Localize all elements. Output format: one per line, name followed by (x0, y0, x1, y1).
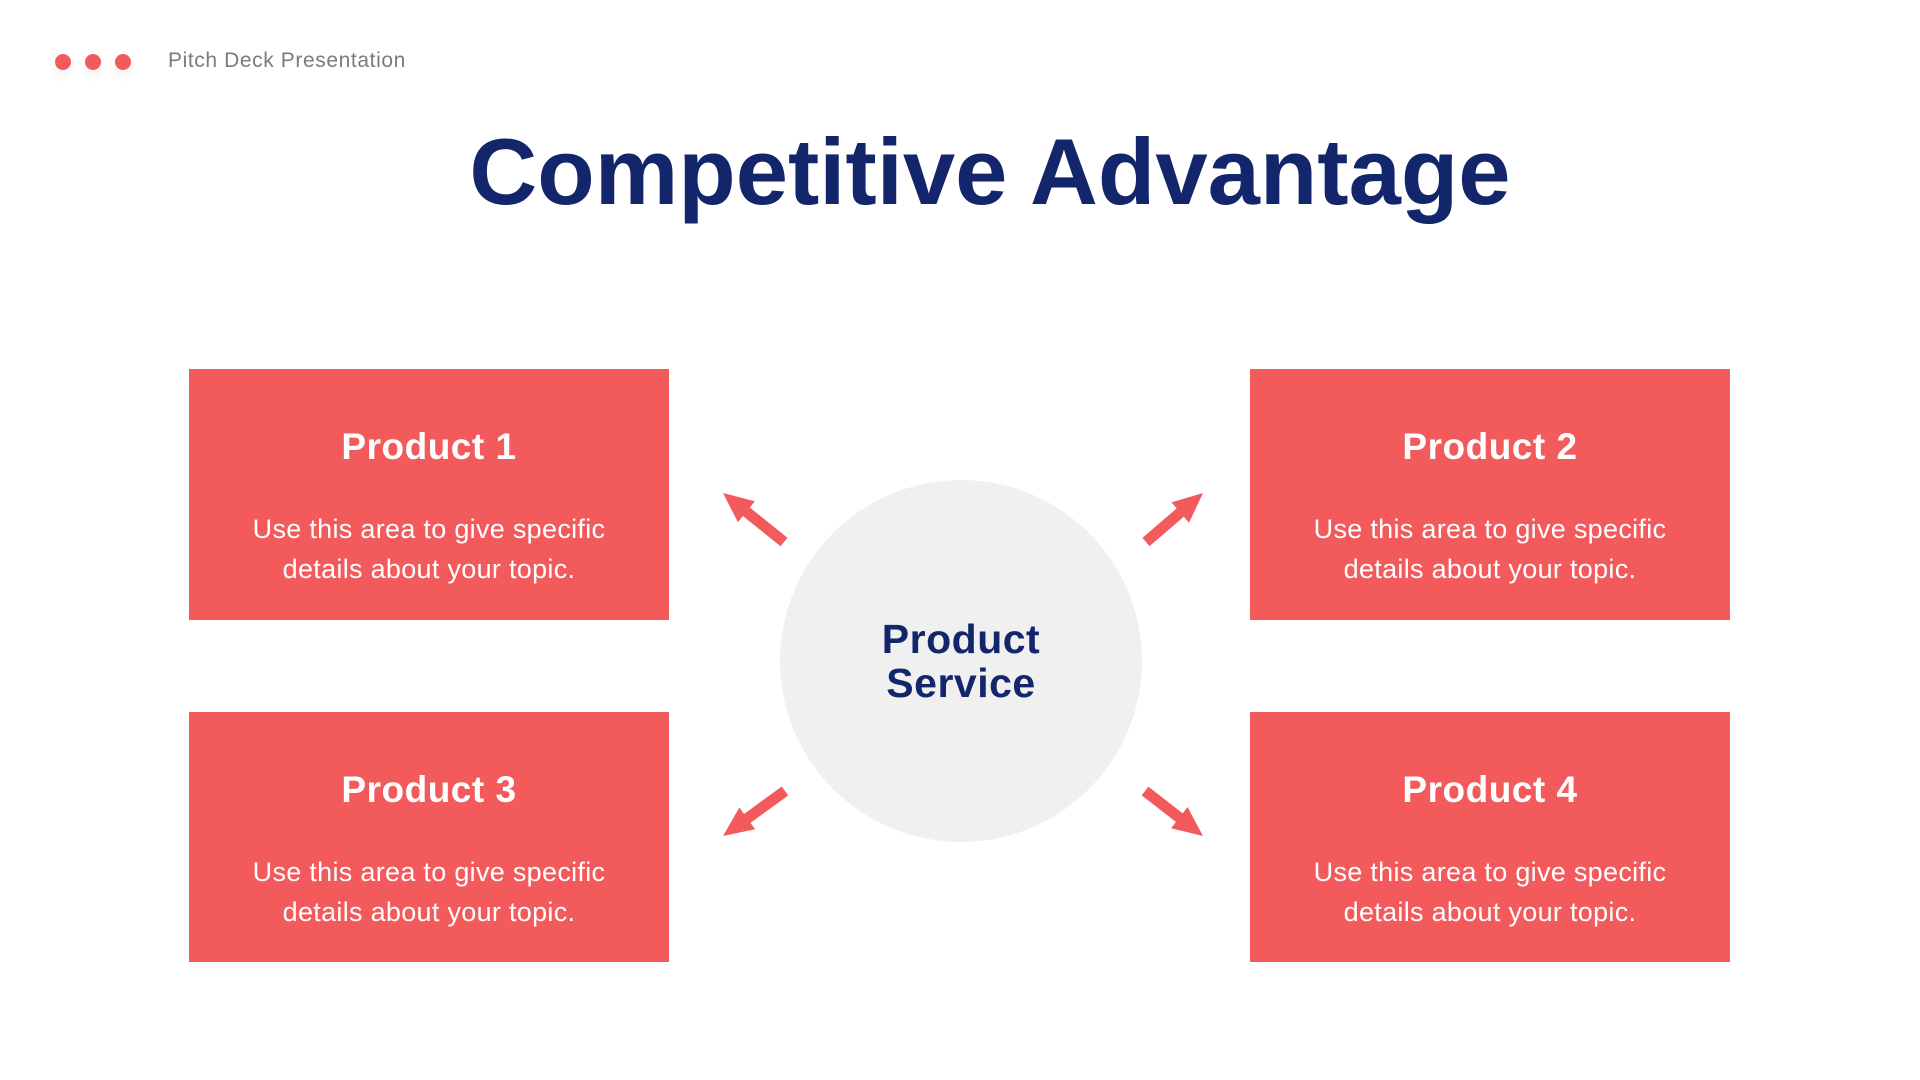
product-card-1: Product 1 Use this area to give specific… (189, 369, 669, 620)
arrow-bottom-right-line (1141, 786, 1188, 826)
slide-title: Competitive Advantage (469, 119, 1511, 224)
window-dots (55, 54, 131, 70)
product-card-body: Use this area to give specific details a… (1250, 852, 1730, 932)
arrow-bottom-right-head (1171, 806, 1203, 836)
body-line: details about your topic. (1343, 897, 1637, 927)
center-line: Product (881, 616, 1041, 662)
body-line: Use this area to give specific (252, 857, 606, 887)
deck-title: Pitch Deck Presentation (168, 49, 406, 72)
product-card-4: Product 4 Use this area to give specific… (1250, 712, 1730, 962)
arrow-bottom-left-line (739, 786, 789, 827)
body-line: Use this area to give specific (1313, 514, 1667, 544)
product-card-2: Product 2 Use this area to give specific… (1250, 369, 1730, 620)
body-line: Use this area to give specific (1313, 857, 1667, 887)
arrow-bottom-left-head (723, 807, 756, 836)
body-line: Use this area to give specific (252, 514, 606, 544)
product-card-body: Use this area to give specific details a… (189, 509, 669, 589)
arrow-top-left-head (723, 493, 755, 523)
red-dot-icon (85, 54, 101, 70)
product-card-title: Product 2 (1402, 426, 1578, 467)
arrow-top-right-head (1171, 493, 1203, 523)
red-dot-icon (115, 54, 131, 70)
product-card-title: Product 3 (341, 769, 517, 810)
arrow-top-right-line (1142, 504, 1189, 547)
product-card-body: Use this area to give specific details a… (189, 852, 669, 932)
center-line: Service (886, 660, 1036, 706)
product-card-title: Product 1 (341, 426, 517, 467)
body-line: details about your topic. (1343, 554, 1637, 584)
body-line: details about your topic. (282, 897, 576, 927)
red-dot-icon (55, 54, 71, 70)
arrow-top-left-line (738, 503, 788, 547)
product-card-body: Use this area to give specific details a… (1250, 509, 1730, 589)
center-circle-label: Product Service (882, 617, 1040, 705)
product-card-title: Product 4 (1402, 769, 1578, 810)
center-circle: Product Service (780, 480, 1142, 842)
product-card-3: Product 3 Use this area to give specific… (189, 712, 669, 962)
body-line: details about your topic. (282, 554, 576, 584)
